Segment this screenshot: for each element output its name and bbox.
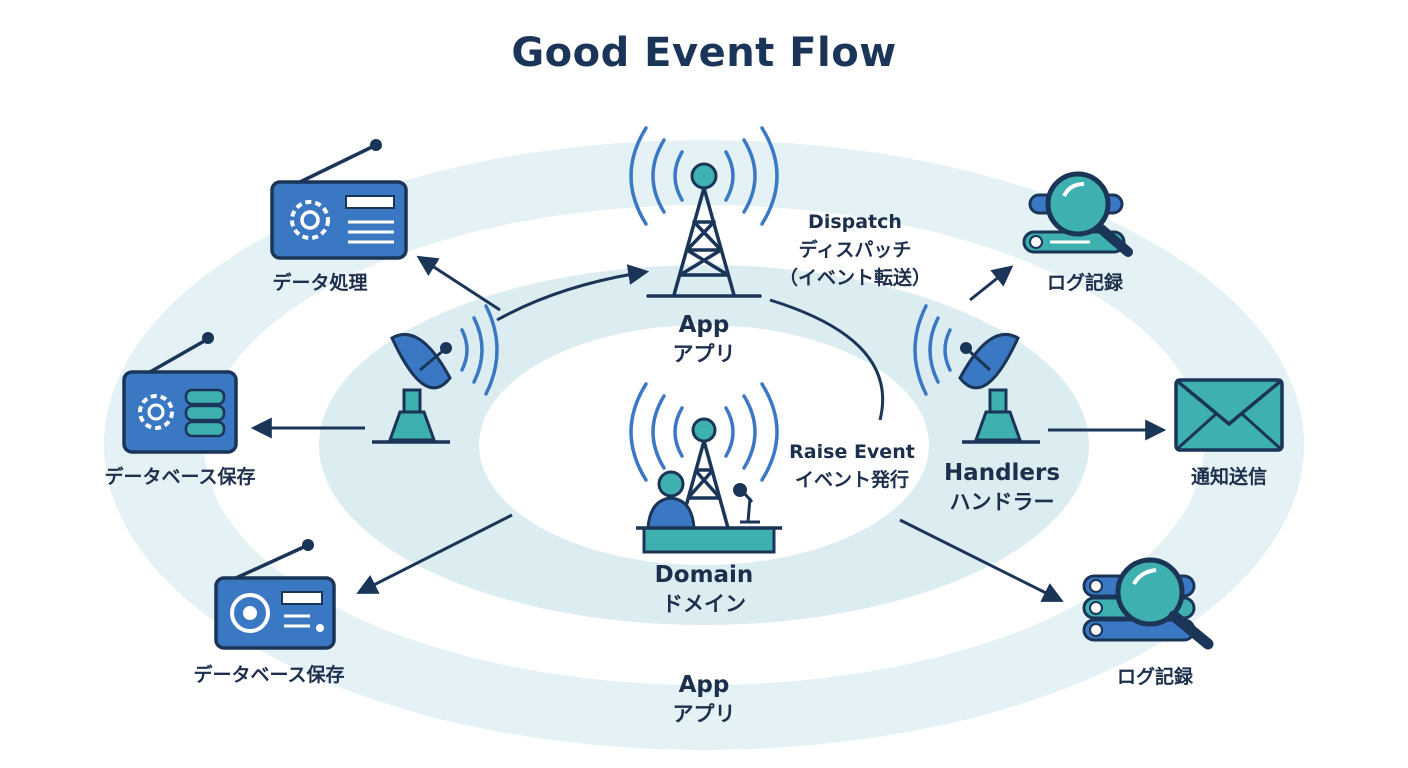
satellite-dish-icon-left — [372, 304, 499, 444]
radio-database-icon — [122, 332, 238, 454]
edge-domain-to-db-bottom — [356, 513, 513, 594]
domain-label-en: Domain — [654, 562, 754, 588]
app-top-label-en: App — [678, 312, 730, 338]
radio-tower-icon — [629, 126, 779, 298]
notify-label: 通知送信 — [1190, 466, 1267, 488]
edge-handlers-to-log-top — [969, 265, 1014, 302]
diagram-title: Good Event Flow — [511, 30, 897, 76]
envelope-icon — [1174, 378, 1284, 452]
edge-dish-to-app — [496, 264, 650, 322]
dispatch-label-jp2: （イベント転送） — [778, 267, 931, 289]
broadcast-tower-with-speaker-icon — [629, 382, 782, 554]
edges — [250, 255, 1167, 602]
db-save-left-label: データベース保存 — [104, 466, 256, 488]
app-top-label-jp: アプリ — [672, 342, 736, 366]
app-bottom-label-jp: アプリ — [672, 702, 736, 726]
handlers-label: Handlers ハンドラー — [932, 460, 1072, 516]
app-top-label: App アプリ — [654, 312, 754, 368]
edge-dish-to-data-processing — [416, 255, 501, 312]
dispatch-edge-label: Dispatch ディスパッチ （イベント転送） — [760, 208, 950, 292]
magnifier-log-icon-top — [1022, 171, 1133, 257]
log-top-label: ログ記録 — [1046, 272, 1123, 294]
edge-domain-to-log-bottom — [899, 518, 1064, 602]
domain-label-jp: ドメイン — [662, 592, 746, 616]
radio-icon — [214, 539, 336, 650]
raise-event-label-en: Raise Event — [789, 441, 915, 463]
data-processing-label: データ処理 — [272, 272, 368, 294]
raise-event-edge-label: Raise Event イベント発行 — [772, 438, 932, 494]
satellite-dish-icon — [913, 304, 1040, 444]
dispatch-label-en: Dispatch — [808, 211, 902, 233]
app-bottom-label: App アプリ — [654, 672, 754, 728]
domain-label: Domain ドメイン — [624, 562, 784, 618]
log-bottom-label: ログ記録 — [1116, 666, 1193, 688]
app-bottom-label-en: App — [678, 672, 730, 698]
magnifier-log-icon-bottom — [1082, 557, 1214, 650]
radio-gear-icon — [270, 139, 408, 260]
db-save-bottom-label: データベース保存 — [193, 664, 345, 686]
edge-app-to-handlers — [769, 298, 885, 421]
handlers-label-en: Handlers — [943, 460, 1061, 486]
handlers-label-jp: ハンドラー — [949, 490, 1055, 514]
raise-event-label-jp: イベント発行 — [794, 469, 909, 491]
dispatch-label-jp1: ディスパッチ — [798, 239, 912, 261]
